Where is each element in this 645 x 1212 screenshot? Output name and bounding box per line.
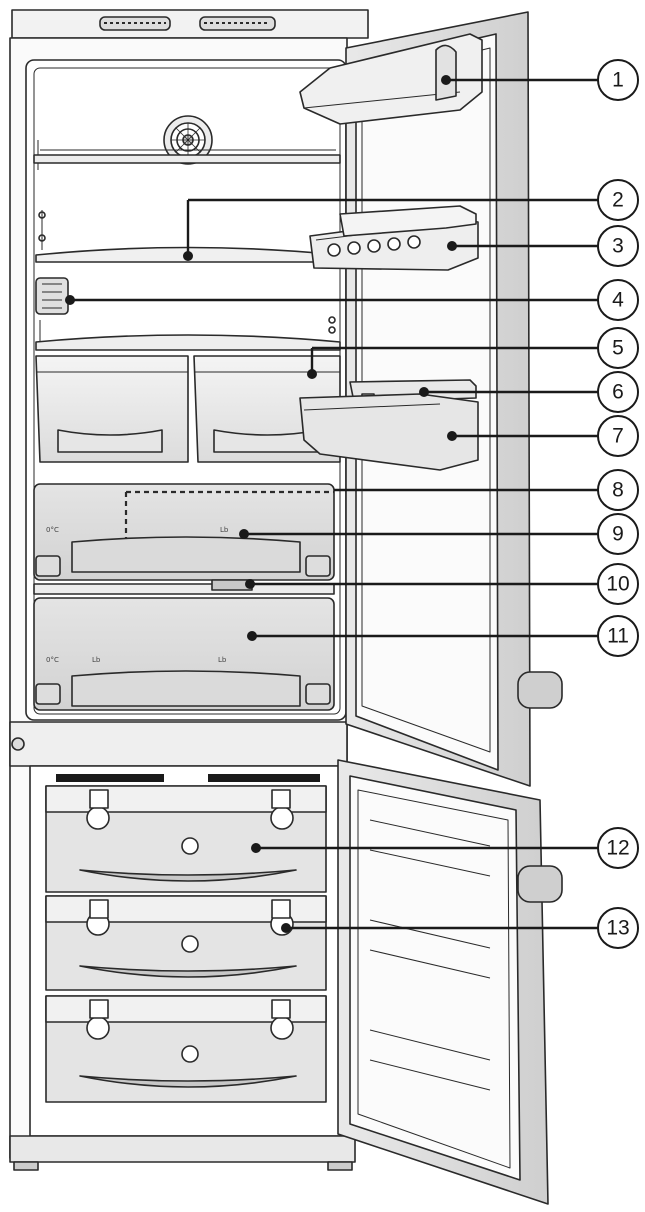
- svg-text:Lb: Lb: [218, 656, 227, 664]
- svg-text:5: 5: [612, 337, 624, 360]
- egg-tray-shelf: [309, 205, 479, 271]
- svg-text:6: 6: [612, 381, 624, 404]
- callout-dots: [65, 75, 457, 933]
- callout-10: 10: [597, 563, 639, 605]
- callout-2: 2: [597, 179, 639, 221]
- callout-8: 8: [597, 469, 639, 511]
- callout-6: 6: [597, 371, 639, 413]
- svg-text:Lb: Lb: [220, 526, 229, 534]
- callout-11: 11: [597, 615, 639, 657]
- callout-9: 9: [597, 513, 639, 555]
- callout-5: 5: [597, 327, 639, 369]
- biofresh-drawer-upper: 0°C Lb: [33, 483, 335, 581]
- freezer-drawer: [45, 785, 327, 893]
- svg-text:12: 12: [606, 837, 629, 860]
- callout-1: 1: [597, 59, 639, 101]
- glass-shelf-top: [33, 149, 341, 164]
- callout-4: 4: [597, 279, 639, 321]
- callout-12: 12: [597, 827, 639, 869]
- svg-text:10: 10: [606, 573, 629, 596]
- svg-text:7: 7: [612, 425, 624, 448]
- door-bottle-shelf: [299, 393, 479, 471]
- svg-text:11: 11: [607, 625, 629, 648]
- freezer-door: [337, 759, 563, 1205]
- callout-3: 3: [597, 225, 639, 267]
- svg-text:8: 8: [612, 479, 624, 502]
- svg-text:Lb: Lb: [92, 656, 101, 664]
- svg-text:4: 4: [612, 289, 624, 312]
- svg-text:1: 1: [612, 69, 624, 92]
- svg-text:3: 3: [612, 235, 624, 258]
- callout-13: 13: [597, 907, 639, 949]
- freezer-top-bar: [56, 774, 320, 782]
- svg-text:9: 9: [612, 523, 624, 546]
- freezer-drawer: [45, 895, 327, 991]
- svg-text:13: 13: [606, 917, 629, 940]
- door-top-shelf: [299, 33, 483, 125]
- fan-icon: [163, 115, 213, 165]
- svg-text:0°C: 0°C: [46, 526, 59, 534]
- svg-text:0°C: 0°C: [46, 656, 59, 664]
- crisper-bin-left: [35, 355, 189, 463]
- freezer-drawer: [45, 995, 327, 1103]
- callout-7: 7: [597, 415, 639, 457]
- callout-leaders: [70, 78, 598, 930]
- biofresh-drawer-lower: 0°C Lb Lb: [33, 597, 335, 711]
- svg-text:2: 2: [612, 189, 624, 212]
- interior-light: [35, 277, 69, 315]
